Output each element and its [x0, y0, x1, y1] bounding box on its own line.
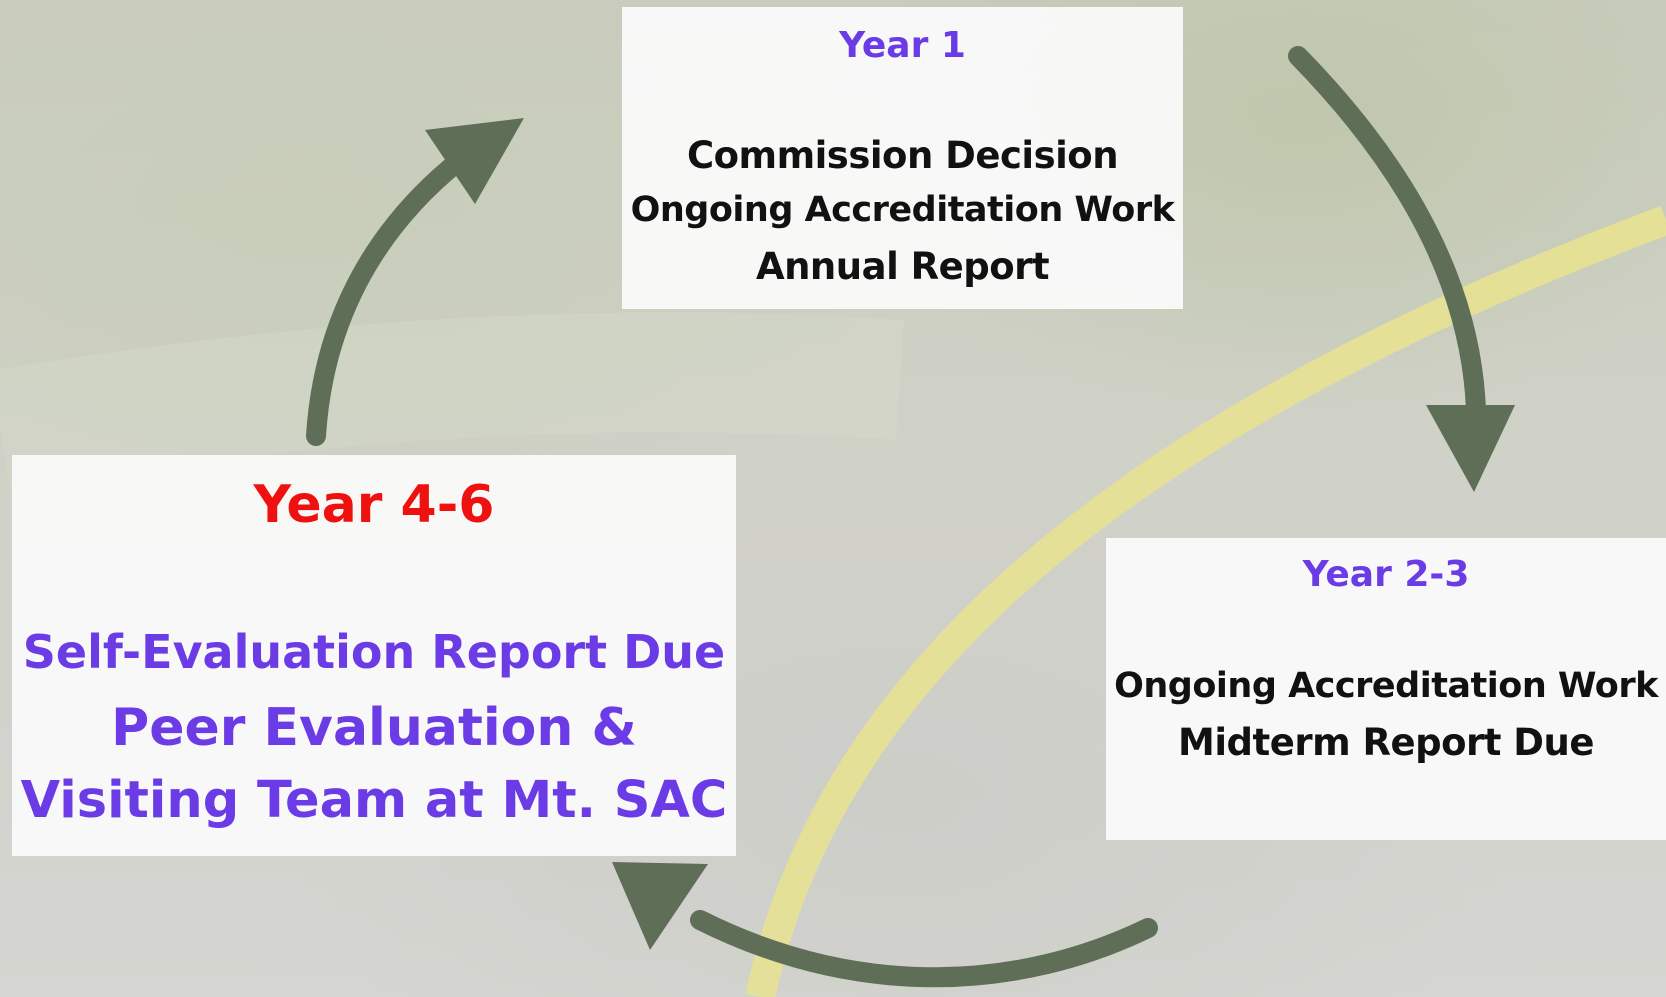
year1-heading: Year 1 [839, 25, 966, 66]
arrow-year1-to-year23 [1288, 46, 1515, 492]
arrow-year23-to-year46 [612, 862, 1158, 988]
arrow-year46-to-year1 [306, 118, 524, 446]
year1-item-commission-decision: Commission Decision [686, 134, 1119, 177]
year1-box: Year 1 Commission Decision Ongoing Accre… [622, 7, 1183, 309]
year1-item-annual-report: Annual Report [755, 245, 1050, 288]
year46-heading: Year 4-6 [253, 475, 495, 535]
year23-heading: Year 2-3 [1302, 554, 1470, 595]
year23-item-ongoing-work: Ongoing Accreditation Work [1114, 666, 1658, 706]
year46-box: Year 4-6 Self-Evaluation Report Due Peer… [12, 455, 736, 856]
year23-item-midterm-report: Midterm Report Due [1178, 721, 1594, 764]
year1-item-ongoing-work: Ongoing Accreditation Work [630, 190, 1175, 230]
year46-item-peer-evaluation: Peer Evaluation & [111, 698, 637, 758]
year46-item-self-evaluation: Self-Evaluation Report Due [22, 625, 726, 679]
year23-box: Year 2-3 Ongoing Accreditation Work Midt… [1106, 538, 1666, 840]
year46-item-visiting-team: Visiting Team at Mt. SAC [20, 771, 728, 830]
